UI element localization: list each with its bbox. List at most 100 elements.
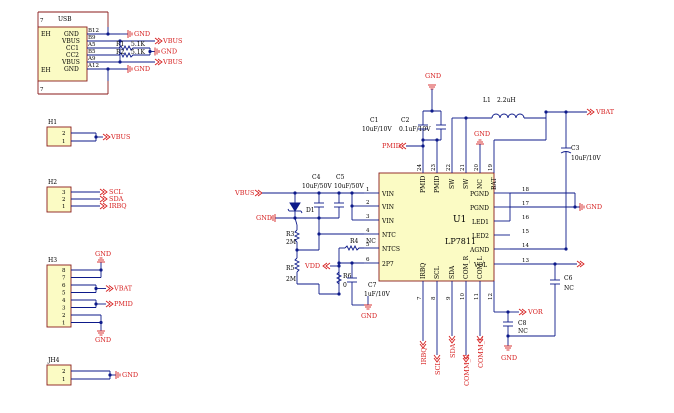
h3-pin: 2 <box>62 313 66 319</box>
h1-pin: 2 <box>62 131 66 137</box>
net-label-vbus: VBUS <box>110 133 130 141</box>
c6-ref: C6 <box>564 275 573 282</box>
net-label-vbus: VBUS <box>162 58 182 66</box>
usb-pin-name-vbus-top: VBUS <box>61 38 80 45</box>
usb-pin-b5: B5 <box>88 49 96 55</box>
gnd-symbol <box>97 257 105 263</box>
net-label-gnd: GND <box>474 130 490 138</box>
c8-ref: C8 <box>518 320 527 327</box>
ic-pin-num: 5 <box>366 242 370 248</box>
h3-pin: 8 <box>62 268 66 274</box>
ic-pin-name: AGND <box>469 247 489 254</box>
usb-pin-name-cc2: CC2 <box>66 52 79 59</box>
c4-ref: C4 <box>312 174 321 181</box>
header-h3: H3 8 7 6 5 4 3 2 1 GND VBAT <box>46 250 133 344</box>
r1-value: 5.1K <box>131 41 146 48</box>
c5-value: 10uF/50V <box>334 183 364 190</box>
jh4-pin: 2 <box>62 369 66 375</box>
ic-pin-num: 21 <box>460 164 466 171</box>
gnd-symbol <box>428 84 436 90</box>
usb-eh-top: EH <box>41 31 51 38</box>
ic-pin-num: 7 <box>417 296 423 300</box>
usb-ref: USB <box>58 16 72 23</box>
net-label-vbat: VBAT <box>113 285 133 293</box>
gnd-symbol <box>504 345 512 351</box>
vol-vor-network: C6 NC VOR C8 NC GND <box>493 260 585 362</box>
vin-network: VBUS C4 10uF/50V C5 10uF/50V D1 <box>234 174 364 222</box>
header-h2: H2 3 2 1 SCL SDA IRBQ <box>46 179 127 213</box>
net-label-gnd: GND <box>501 354 517 362</box>
h3-pin: 7 <box>62 276 66 282</box>
ic-pin-name: VIN <box>381 204 394 211</box>
usb-connector: USB 7 7 EH EH GND VBUS CC1 CC2 VBUS GND … <box>37 11 182 95</box>
h1-pin: 1 <box>62 139 66 145</box>
ic-pin-name: PGND <box>470 191 489 198</box>
c7-ref: C7 <box>368 282 377 289</box>
ic-pin-num: 10 <box>460 293 466 300</box>
ic-pin-num: 19 <box>488 164 494 171</box>
net-label-vbus: VBUS <box>162 37 182 45</box>
net-label-comm-l: COMM_L <box>477 336 485 368</box>
usb-eh-bottom: EH <box>41 67 51 74</box>
net-label-pmid: PMID <box>382 142 401 150</box>
ic-pin-name: VIN <box>381 218 394 225</box>
ic-u1: U1 LP7811 1 2 3 4 5 6 VIN VIN VIN NTC NT… <box>364 158 529 300</box>
net-label-irbq: IRBQ <box>420 347 428 365</box>
ic-pin-num: 17 <box>522 201 529 207</box>
ic-pin-name: NTCS <box>382 246 400 253</box>
c1-ref: C1 <box>370 117 378 124</box>
ic-pin-name: BAT <box>491 178 498 190</box>
ic-pin-num: 12 <box>488 293 494 300</box>
vbus-arrow <box>154 58 163 66</box>
ic-pin-num: 13 <box>522 258 529 264</box>
ic-pin-num: 9 <box>446 296 452 300</box>
net-label-irbq: IRBQ <box>109 202 127 210</box>
net-label-sda: SDA <box>109 195 124 203</box>
net-label-vbus: VBUS <box>234 189 254 197</box>
ic-pin-name: 2P7 <box>382 261 394 268</box>
l1-ref: L1 <box>483 97 491 104</box>
c8-value: NC <box>518 328 528 335</box>
net-label-gnd: GND <box>95 336 111 344</box>
ic-pin-num: 1 <box>366 187 370 193</box>
c2-value: 0.1uF/10V <box>399 126 431 133</box>
ic-pin-name: COM_L <box>477 256 484 279</box>
ic-ref: U1 <box>453 215 466 225</box>
usb-body <box>37 26 88 82</box>
ic-pin-name: PGND <box>470 205 489 212</box>
vbat-c3: VBAT C3 10uF/10V <box>493 108 615 251</box>
ic-pin-num: 20 <box>474 164 480 171</box>
gnd-symbol <box>115 371 121 379</box>
net-label-gnd: GND <box>134 65 150 73</box>
gnd-symbol <box>270 214 276 222</box>
ic-pin-name: PMID <box>434 175 441 193</box>
net-label-pmid: PMID <box>114 300 133 308</box>
h2-pin: 1 <box>62 204 66 210</box>
net-label-scl: SCL <box>109 188 123 196</box>
ic-pin-name: VOL <box>473 262 487 269</box>
ic-part: LP7811 <box>445 237 476 246</box>
gnd-symbol <box>127 65 133 73</box>
net-label-scl: SCL <box>434 361 442 375</box>
ic-pin-num: 24 <box>417 164 423 171</box>
ic-pin-num: 11 <box>474 293 480 300</box>
gnd-symbol <box>127 30 133 38</box>
ic-pin-num: 22 <box>446 164 452 171</box>
nc-gnd-pin20: GND <box>474 130 490 158</box>
ic-pin-name: NTC <box>382 232 396 239</box>
r4-value: NC <box>366 238 376 245</box>
r4-ref: R4 <box>350 238 359 245</box>
net-label-gnd: GND <box>161 48 177 56</box>
inductor-l1: L1 2.2uH <box>451 97 546 158</box>
ic-pin-name: IRBQ <box>420 263 427 279</box>
header-jh4: JH4 2 1 GND <box>46 357 138 386</box>
ic-pin-name: SCL <box>434 266 441 279</box>
ic-pin-name: NC <box>477 179 484 189</box>
h3-pin: 1 <box>62 321 66 327</box>
r6-value: 0 <box>343 282 347 289</box>
c4-value: 10uF/50V <box>302 183 332 190</box>
ic-pin-name: COM_R <box>463 255 470 279</box>
header-h1: H1 2 1 VBUS <box>46 119 130 147</box>
r6-ref: R6 <box>343 273 352 280</box>
ic-pin-num: 8 <box>431 296 437 300</box>
